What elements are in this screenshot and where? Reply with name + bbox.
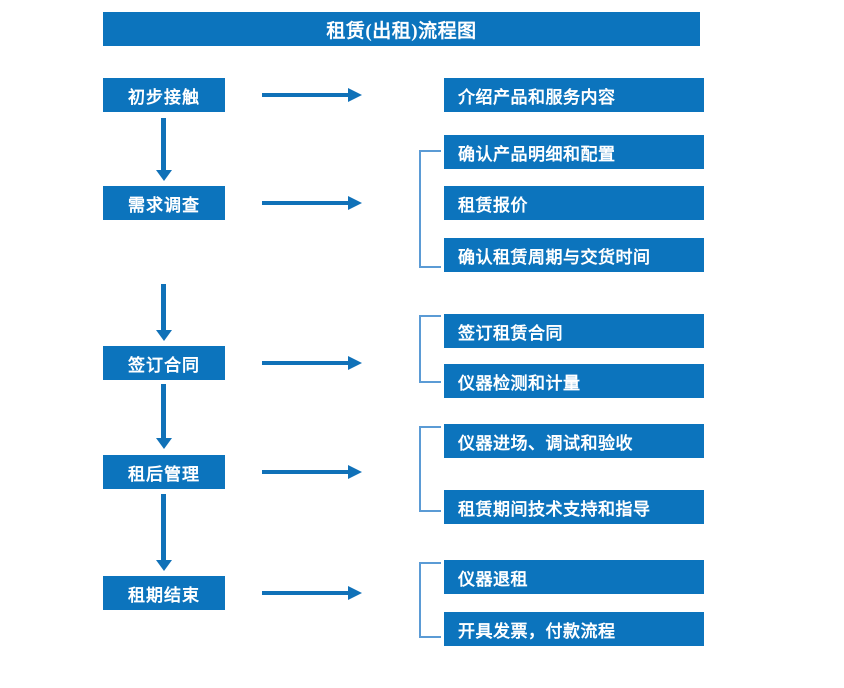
detail-box-sign-lease-agreement[interactable]: 签订租赁合同 xyxy=(444,314,704,348)
detail-box-confirm-product-details[interactable]: 确认产品明细和配置 xyxy=(444,135,704,169)
group-bracket-sign-contract xyxy=(419,315,441,383)
detail-box-lease-quotation[interactable]: 租赁报价 xyxy=(444,186,704,220)
detail-box-instrument-inspection-metering[interactable]: 仪器检测和计量 xyxy=(444,364,704,398)
vertical-arrow-postlease-to-leaseend xyxy=(156,494,172,572)
group-bracket-needs-survey xyxy=(419,150,441,268)
horizontal-arrow-sign-contract xyxy=(262,356,362,370)
vertical-arrow-contract-to-postlease xyxy=(156,384,172,450)
detail-box-technical-support-during-lease[interactable]: 租赁期间技术支持和指导 xyxy=(444,490,704,524)
flowchart-title: 租赁(出租)流程图 xyxy=(103,12,700,46)
stage-box-sign-contract[interactable]: 签订合同 xyxy=(103,346,225,380)
detail-box-invoice-payment-process[interactable]: 开具发票，付款流程 xyxy=(444,612,704,646)
stage-box-post-lease-management[interactable]: 租后管理 xyxy=(103,455,225,489)
stage-box-initial-contact[interactable]: 初步接触 xyxy=(103,78,225,112)
detail-box-introduce-products-services[interactable]: 介绍产品和服务内容 xyxy=(444,78,704,112)
horizontal-arrow-needs-survey xyxy=(262,196,362,210)
vertical-arrow-needs-to-contract xyxy=(156,284,172,342)
horizontal-arrow-initial-contact xyxy=(262,88,362,102)
horizontal-arrow-post-lease-management xyxy=(262,465,362,479)
detail-box-confirm-lease-period-delivery[interactable]: 确认租赁周期与交货时间 xyxy=(444,238,704,272)
stage-box-needs-survey[interactable]: 需求调查 xyxy=(103,186,225,220)
detail-box-instrument-return[interactable]: 仪器退租 xyxy=(444,560,704,594)
horizontal-arrow-lease-end xyxy=(262,586,362,600)
stage-box-lease-end[interactable]: 租期结束 xyxy=(103,576,225,610)
detail-box-instrument-entry-commissioning-acceptance[interactable]: 仪器进场、调试和验收 xyxy=(444,424,704,458)
vertical-arrow-initial-to-needs xyxy=(156,118,172,182)
group-bracket-lease-end xyxy=(419,562,441,638)
group-bracket-post-lease-management xyxy=(419,426,441,512)
